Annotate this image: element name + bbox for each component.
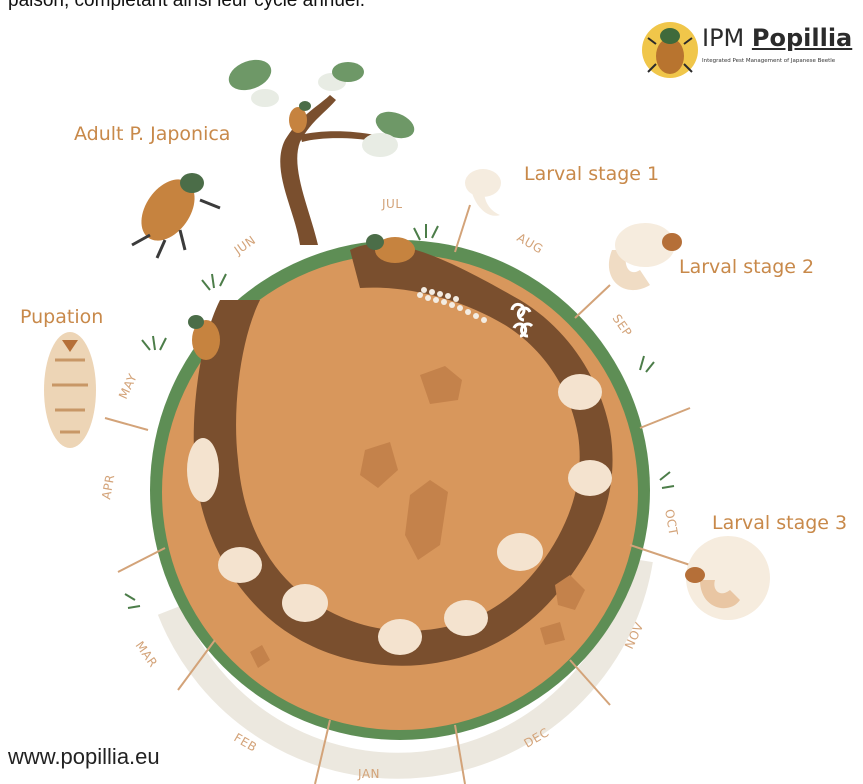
label-larval-stage-1: Larval stage 1 <box>524 163 659 185</box>
month-jan: JAN <box>357 767 380 781</box>
logo-subtitle: Integrated Pest Management of Japanese B… <box>702 58 835 64</box>
beetle-adult-flying <box>130 170 220 258</box>
label-pupation: Pupation <box>20 306 103 328</box>
month-apr: APR <box>99 473 117 500</box>
tree <box>225 54 418 245</box>
month-sep: SEP <box>610 312 635 340</box>
logo-title: IPM Popillia <box>702 24 852 52</box>
month-jun: JUN <box>231 233 259 258</box>
larva-stage2-illustration <box>609 223 682 290</box>
beetle-logo-icon <box>640 14 700 84</box>
pupa-illustration <box>44 332 96 448</box>
label-larval-stage-3: Larval stage 3 <box>712 512 847 534</box>
ipm-popillia-logo: IPM Popillia Integrated Pest Management … <box>640 14 858 84</box>
month-aug: AUG <box>515 230 546 256</box>
larva-stage3-illustration <box>685 536 770 620</box>
month-mar: MAR <box>133 639 161 670</box>
month-jul: JUL <box>381 197 403 211</box>
website-url: www.popillia.eu <box>0 738 212 784</box>
month-oct: OCT <box>662 508 680 537</box>
label-larval-stage-2: Larval stage 2 <box>679 256 814 278</box>
larva-stage1-illustration <box>465 169 501 216</box>
month-may: MAY <box>116 371 140 401</box>
label-adult: Adult P. Japonica <box>74 123 230 145</box>
